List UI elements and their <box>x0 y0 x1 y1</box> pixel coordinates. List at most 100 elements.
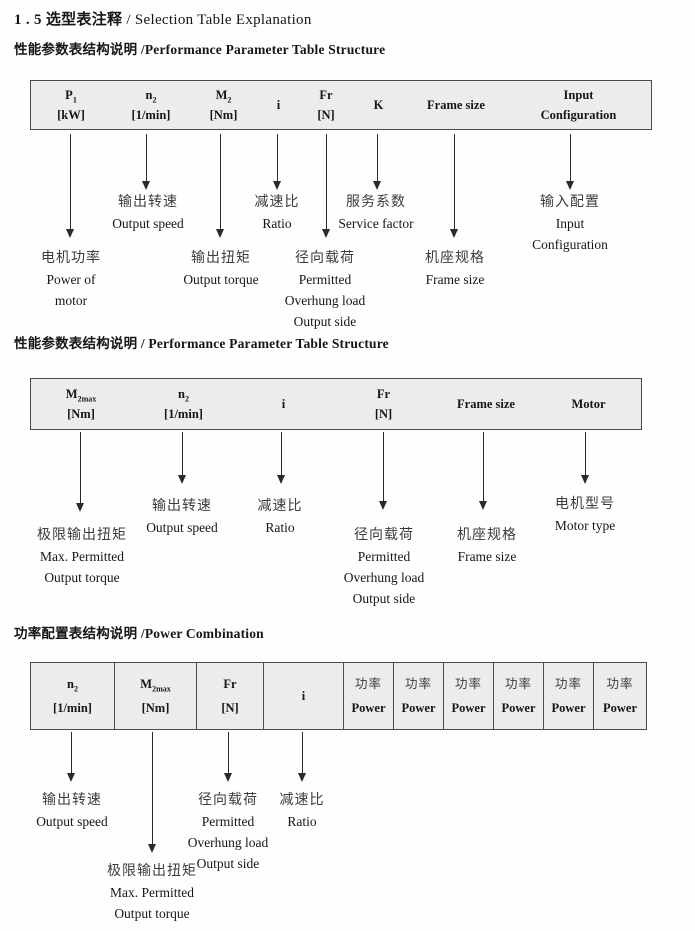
column-unit: [Nm] <box>209 107 238 122</box>
annotation-label: 极限输出扭矩 Max. Permitted Output torque <box>37 528 127 585</box>
column-unit: [1/min] <box>164 406 203 421</box>
annotation-label: 输出转速 Output speed <box>146 499 218 535</box>
annotation-label: 径向载荷 Permitted Overhung load Output side <box>187 793 269 871</box>
column-unit: [Nm] <box>67 406 95 421</box>
column-label-zh: 功率 <box>504 677 532 691</box>
column-header-cell: 功率 Power <box>443 663 493 729</box>
column-unit: [N] <box>221 700 239 715</box>
annotation-label: 输出扭矩 Output torque <box>183 251 259 287</box>
column-symbol: K <box>373 97 384 112</box>
section-heading: 性能参数表结构说明 / Performance Parameter Table … <box>14 336 389 351</box>
down-arrow-icon <box>223 732 233 782</box>
down-arrow-icon <box>372 134 382 190</box>
annotation-label: 径向载荷 Permitted Overhung load Output side <box>343 528 425 606</box>
down-arrow-icon <box>177 432 187 484</box>
column-header-cell: Motor <box>536 379 641 429</box>
column-header-cell: 功率 Power <box>343 663 393 729</box>
column-header-cell: i <box>236 379 331 429</box>
title-separator: / <box>122 12 135 28</box>
section-heading: 性能参数表结构说明 /Performance Parameter Table S… <box>14 42 386 57</box>
annotation-label: 机座规格 Frame size <box>457 528 517 564</box>
down-arrow-icon <box>66 732 76 782</box>
column-symbol: i <box>276 97 281 112</box>
annotation-label: 输入配置 Input Configuration <box>532 195 608 252</box>
down-arrow-icon <box>276 432 286 484</box>
title-number: 1 . 5 <box>14 12 42 28</box>
column-unit: [kW] <box>57 107 85 122</box>
annotation-label: 减速比 Ratio <box>254 195 300 231</box>
column-label-zh: 功率 <box>404 677 432 691</box>
column-unit: [Nm] <box>141 700 170 715</box>
column-label-zh: 功率 <box>554 677 582 691</box>
column-header-cell: i <box>256 81 301 129</box>
column-header-cell: 功率 Power <box>393 663 443 729</box>
down-arrow-icon <box>580 432 590 484</box>
page-title: 1 . 5 选型表注释 / Selection Table Explanatio… <box>14 8 312 29</box>
down-arrow-icon <box>321 134 331 238</box>
annotation-label: 输出转速 Output speed <box>36 793 108 829</box>
column-symbol: n2 <box>145 88 157 105</box>
column-label-zh: 功率 <box>354 677 382 691</box>
column-header-cell: 功率 Power <box>593 663 646 729</box>
column-symbol: Fr <box>223 677 237 691</box>
down-arrow-icon <box>272 134 282 190</box>
annotation-label: 服务系数 Service factor <box>338 195 414 231</box>
column-symbol: Motor <box>571 396 606 411</box>
column-label-en: Power <box>351 700 386 715</box>
down-arrow-icon <box>478 432 488 510</box>
annotation-label: 电机型号 Motor type <box>554 497 616 533</box>
section-heading: 功率配置表结构说明 /Power Combination <box>14 626 264 641</box>
column-label-zh: 功率 <box>606 677 634 691</box>
performance-table-1: P1 [kW] n2 [1/min] M2 [Nm] i Fr [N] K Fr… <box>30 80 652 130</box>
column-symbol: Input <box>563 88 594 102</box>
column-header-cell: Fr [N] <box>331 379 436 429</box>
column-unit: [1/min] <box>53 700 92 715</box>
column-header-cell: M2max [Nm] <box>31 379 131 429</box>
column-unit: [N] <box>374 406 393 421</box>
column-header-cell: Fr [N] <box>301 81 351 129</box>
down-arrow-icon <box>297 732 307 782</box>
title-zh: 选型表注释 <box>45 12 123 28</box>
column-header-cell: Fr [N] <box>196 663 263 729</box>
column-header-cell: M2max [Nm] <box>114 663 196 729</box>
column-symbol: Frame size <box>457 396 515 411</box>
column-header-cell: n2 [1/min] <box>111 81 191 129</box>
column-symbol: Frame size <box>427 97 485 112</box>
annotation-label: 减速比 Ratio <box>279 793 325 829</box>
column-header-cell: Frame size <box>406 81 506 129</box>
column-header-cell: 功率 Power <box>493 663 543 729</box>
column-unit: [N] <box>317 107 335 122</box>
down-arrow-icon <box>449 134 459 238</box>
column-label-en: Power <box>551 700 586 715</box>
column-symbol: M2max <box>65 387 97 404</box>
column-unit: Configuration <box>540 107 617 122</box>
column-header-cell: n2 [1/min] <box>31 663 114 729</box>
annotation-label: 径向载荷 Permitted Overhung load Output side <box>284 251 366 329</box>
power-combination-table: n2 [1/min] M2max [Nm] Fr [N] i 功率 Power … <box>30 662 647 730</box>
down-arrow-icon <box>75 432 85 512</box>
down-arrow-icon <box>215 134 225 238</box>
column-unit: [1/min] <box>131 107 171 122</box>
column-symbol: n2 <box>178 387 189 404</box>
column-symbol: Fr <box>376 387 391 401</box>
column-symbol: P1 <box>65 88 77 105</box>
column-header-cell: 功率 Power <box>543 663 593 729</box>
annotation-label: 电机功率 Power of motor <box>41 251 101 308</box>
column-header-cell: P1 [kW] <box>31 81 111 129</box>
column-symbol: i <box>281 396 286 411</box>
column-header-cell: Frame size <box>436 379 536 429</box>
column-label-en: Power <box>401 700 436 715</box>
down-arrow-icon <box>147 732 157 853</box>
column-header-cell: Input Configuration <box>506 81 651 129</box>
column-header-cell: M2 [Nm] <box>191 81 256 129</box>
down-arrow-icon <box>141 134 151 190</box>
title-en: Selection Table Explanation <box>134 12 312 28</box>
column-symbol: M2 <box>215 88 232 105</box>
column-header-cell: i <box>263 663 343 729</box>
annotation-label: 减速比 Ratio <box>257 499 303 535</box>
annotation-label: 机座规格 Frame size <box>425 251 485 287</box>
column-label-zh: 功率 <box>454 677 482 691</box>
column-symbol: M2max <box>140 677 171 694</box>
column-label-en: Power <box>451 700 486 715</box>
